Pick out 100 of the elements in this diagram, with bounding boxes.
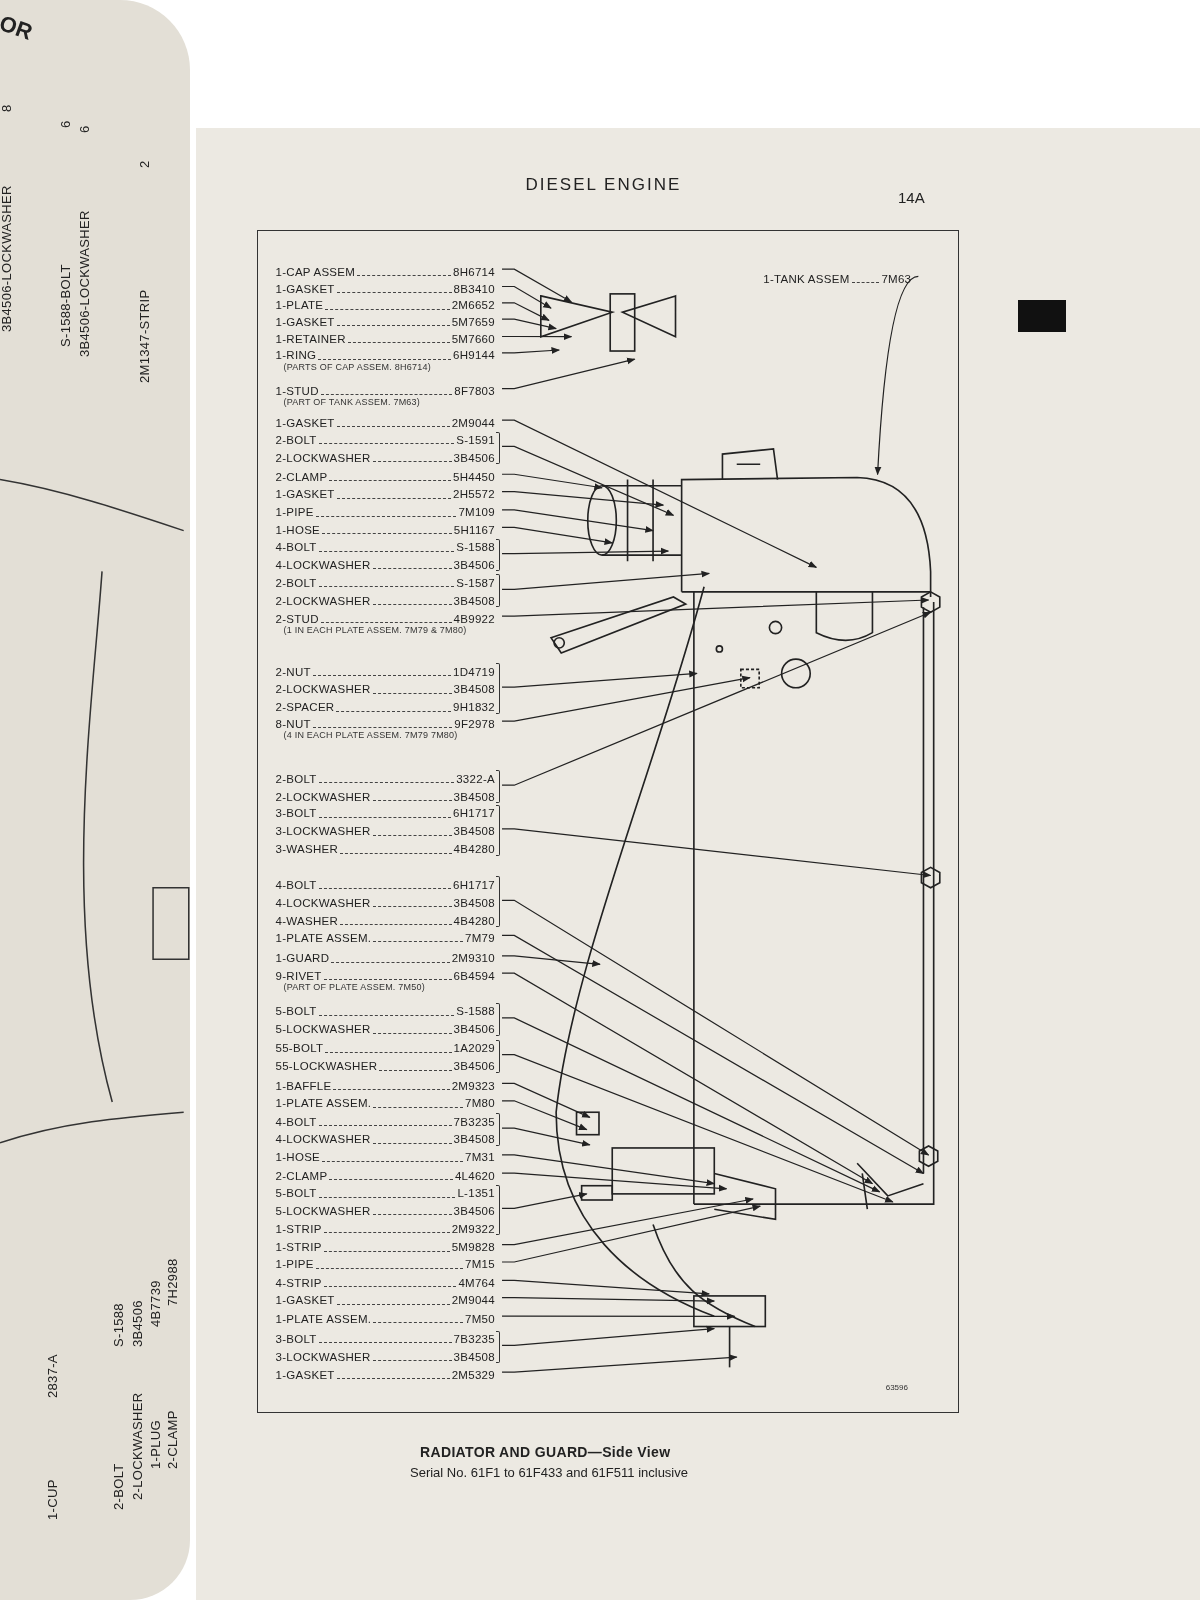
part-number: 4B4280 [453,844,495,856]
leader-line [501,526,614,546]
part-number: 7M15 [465,1259,495,1271]
leader-line [501,357,636,390]
part-name: 4-LOCKWASHER [275,1134,371,1146]
part-number: 1A2029 [453,1043,495,1055]
part-name: 1-BAFFLE [275,1080,332,1093]
part-name: 2-CLAMP [275,1170,328,1183]
part-name: 1-TANK ASSEM [763,273,850,286]
part-number: 3322-A [456,773,495,786]
part-number: 5M7659 [451,316,495,329]
part-name: 2-STUD [275,613,319,626]
part-number: 2M9310 [451,953,495,965]
part-note: (PART OF PLATE ASSEM. 7M50) [282,982,426,994]
leader-line [501,509,654,533]
leader-line [501,1054,894,1203]
part-number: S-1587 [456,577,495,590]
leader-line [501,1204,762,1263]
part-name: 1-GASKET [275,1369,335,1382]
part-label: 2-BOLT [112,1463,126,1511]
part-name: 9-RIVET [275,970,322,983]
part-name: 8-NUT [275,718,311,731]
part-number: 3B4506 [453,1061,495,1073]
part-number: 7M31 [465,1152,495,1164]
part-name: 4-LOCKWASHER [275,560,371,572]
leader-line [501,347,561,354]
part-number: 3B4508 [453,684,495,696]
part-label: 2-CLAMP [166,1410,180,1470]
part-name: 2-NUT [275,666,311,679]
part-number: 2M9044 [451,417,495,430]
part-name: 5-LOCKWASHER [275,1205,371,1218]
part-label: 6 [59,120,73,128]
page-header: DIESEL ENGINE [525,175,682,193]
leader-line [501,934,925,1175]
leader-line [501,490,665,508]
figure-title: RADIATOR AND GUARD—Side View [420,1443,671,1462]
part-label: 2837-A [45,1354,59,1398]
part-label: 3B4506-LOCKWASHER [77,210,91,358]
part-number: 9F2978 [454,718,495,731]
part-name: 1-RING [275,350,317,362]
part-name: 2-BOLT [275,434,317,447]
part-number: 7M63 [881,273,912,286]
leader-line [501,1279,711,1297]
part-label: 6 [77,125,91,133]
part-name: 1-PIPE [275,1259,314,1271]
part-number: 3B4508 [453,826,495,838]
part-name: 1-PLATE ASSEM. [275,1313,372,1326]
part-label: 1-PLUG [148,1420,162,1470]
part-name: 3-BOLT [275,1333,317,1346]
part-name: 1-GASKET [275,283,335,296]
part-number: 1D4719 [452,666,495,679]
part-name: 1-HOSE [275,1152,321,1164]
leader-line [501,333,573,341]
part-name: 2-LOCKWASHER [275,452,371,465]
part-number: 8F7803 [454,385,495,398]
part-name: 1-PLATE ASSEM. [275,1098,372,1110]
part-note: (1 IN EACH PLATE ASSEM. 7M79 & 7M80) [282,625,468,637]
part-number: 6H1717 [452,879,495,892]
part-number: 7M50 [465,1313,495,1326]
leader-line [501,955,601,967]
part-number: 5H4450 [452,471,495,484]
leader-line [501,670,698,688]
part-number: 9H1832 [452,702,495,714]
part-name: 5-BOLT [275,1188,317,1200]
part-name: 1-PLATE ASSEM. [275,932,372,945]
part-number: 2M9044 [451,1295,495,1307]
leader-line [874,275,919,476]
part-note: (4 IN EACH PLATE ASSEM. 7M79 7M80) [282,730,459,742]
part-name: 2-LOCKWASHER [275,791,371,804]
part-name: 1-STUD [275,385,319,398]
part-number: S-1588 [456,1006,495,1018]
leader-line [501,1127,591,1147]
part-number: 4M764 [458,1277,495,1290]
part-number: 5M9828 [451,1242,495,1254]
part-note: (PARTS OF CAP ASSEM. 8H6714) [282,361,432,373]
part-number: 3B4506 [453,1024,495,1036]
part-name: 1-GUARD [275,953,330,965]
part-name: 3-LOCKWASHER [275,1351,371,1364]
part-name: 1-GASKET [275,316,335,329]
leader-line [501,1354,738,1373]
part-number: 3B4508 [453,595,495,608]
part-number: 3B4508 [453,897,495,910]
part-number: 3B4508 [453,1351,495,1364]
part-number: 4L4620 [454,1170,495,1183]
leader-line [501,828,932,879]
figure-number: 63596 [885,1383,908,1392]
part-name: 5-BOLT [275,1006,317,1018]
part-name: 2-SPACER [275,702,335,714]
part-label: 7H2988 [166,1258,180,1307]
part-number: 6H1717 [452,808,495,820]
part-name: 5-LOCKWASHER [275,1024,371,1036]
part-label: S-1588 [112,1303,126,1347]
part-name: 3-LOCKWASHER [275,826,371,838]
leader-line [501,1197,754,1246]
leader-line [501,570,711,590]
part-name: 1-STRIP [275,1223,322,1236]
leader-line [501,611,932,786]
leader-line [501,473,603,490]
part-number: 7M109 [458,507,495,519]
part-number: 3B4506 [453,452,495,465]
